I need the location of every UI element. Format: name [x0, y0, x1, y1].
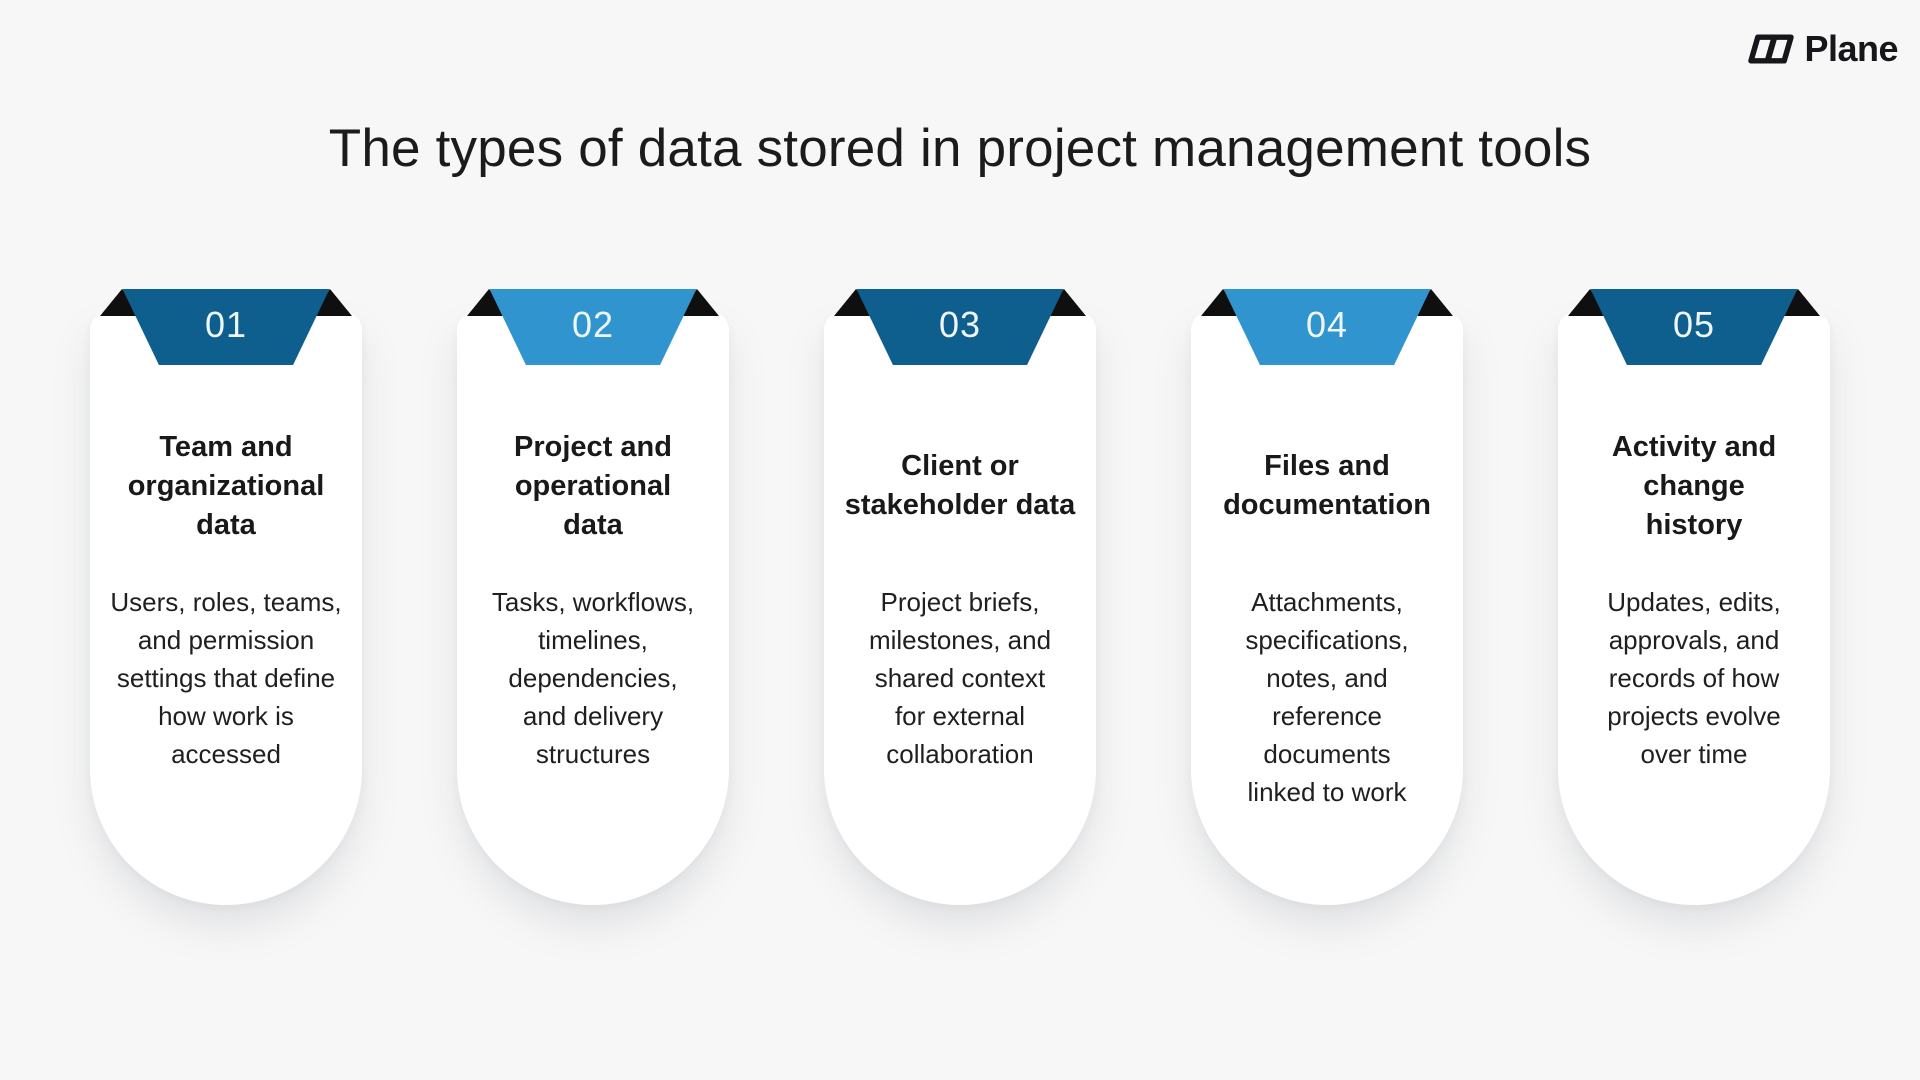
plane-logo-icon: [1748, 34, 1795, 64]
card-team-and-organizational-data: 01 Team and organizational data Users, r…: [90, 289, 362, 905]
card-number: 01: [204, 304, 248, 345]
card-description: Project briefs, milestones, and shared c…: [868, 587, 1052, 769]
cards-row: 01 Team and organizational data Users, r…: [0, 289, 1920, 905]
number-ribbon: 05: [1590, 289, 1798, 365]
card-number: 04: [1305, 304, 1349, 345]
card-heading: Activity and change history: [1611, 430, 1777, 541]
plane-logo-text: Plane: [1804, 28, 1898, 69]
number-ribbon: 03: [856, 289, 1064, 365]
card-client-or-stakeholder-data: 03 Client or stakeholder data Project br…: [824, 289, 1096, 905]
card-files-and-documentation: 04 Files and documentation Attachments, …: [1191, 289, 1463, 905]
card-heading: Team and organizational data: [127, 430, 325, 541]
card-description: Tasks, workflows, timelines, dependencie…: [491, 587, 695, 769]
card-heading: Project and operational data: [514, 430, 672, 541]
card-activity-and-change-history: 05 Activity and change history Updates, …: [1558, 289, 1830, 905]
plane-logo: Plane: [1747, 28, 1898, 70]
card-description: Updates, edits, approvals, and records o…: [1607, 587, 1781, 769]
card-number: 02: [571, 304, 615, 345]
card-heading: Files and documentation: [1223, 450, 1431, 521]
card-description: Users, roles, teams, and permission sett…: [110, 587, 342, 769]
card-heading: Client or stakeholder data: [844, 450, 1076, 521]
card-number: 03: [938, 304, 982, 345]
page-title: The types of data stored in project mana…: [328, 119, 1592, 178]
card-project-and-operational-data: 02 Project and operational data Tasks, w…: [457, 289, 729, 905]
number-ribbon: 01: [122, 289, 330, 365]
number-ribbon: 04: [1223, 289, 1431, 365]
card-number: 05: [1672, 304, 1716, 345]
card-description: Attachments, specifications, notes, and …: [1245, 587, 1409, 807]
number-ribbon: 02: [489, 289, 697, 365]
